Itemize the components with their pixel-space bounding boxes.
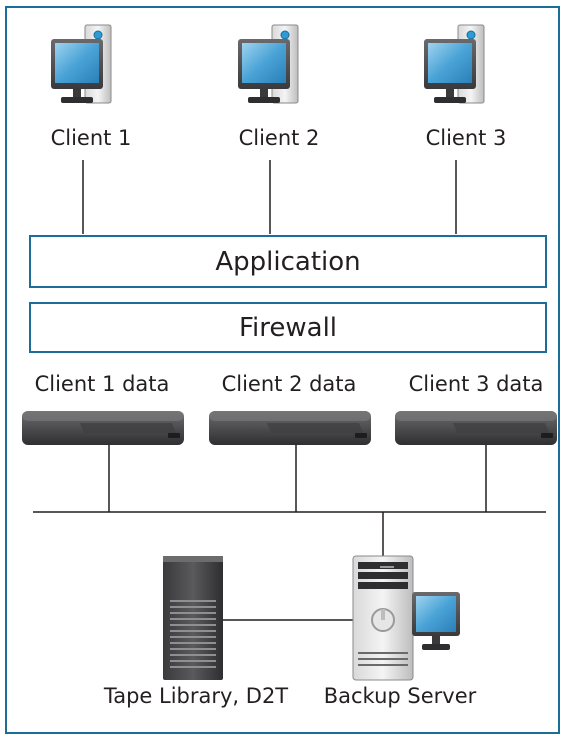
- client-3-label: Client 3: [425, 126, 507, 150]
- firewall-layer-label: Firewall: [238, 312, 338, 343]
- client-1-data-storage-icon: [22, 411, 184, 445]
- client-3-data-label: Client 3 data: [408, 372, 544, 396]
- client-3-data-storage-icon: [395, 411, 557, 445]
- backup-server-label: Backup Server: [323, 684, 477, 708]
- client-2-data-label: Client 2 data: [221, 372, 357, 396]
- client-1-workstation-icon: [50, 24, 112, 104]
- client-3-workstation-icon: [423, 24, 485, 104]
- client-2-workstation-icon: [237, 24, 299, 104]
- firewall-layer-box: Firewall: [29, 302, 547, 353]
- backup-server-icon: [352, 555, 460, 681]
- tape-library-icon: [163, 556, 223, 680]
- client-2-data-storage-icon: [209, 411, 371, 445]
- client-2-label: Client 2: [238, 126, 320, 150]
- diagram-frame: [5, 6, 560, 734]
- tape-library-label: Tape Library, D2T: [103, 684, 289, 708]
- application-layer-box: Application: [29, 235, 547, 288]
- application-layer-label: Application: [215, 246, 361, 277]
- client-1-data-label: Client 1 data: [34, 372, 170, 396]
- client-1-label: Client 1: [50, 126, 132, 150]
